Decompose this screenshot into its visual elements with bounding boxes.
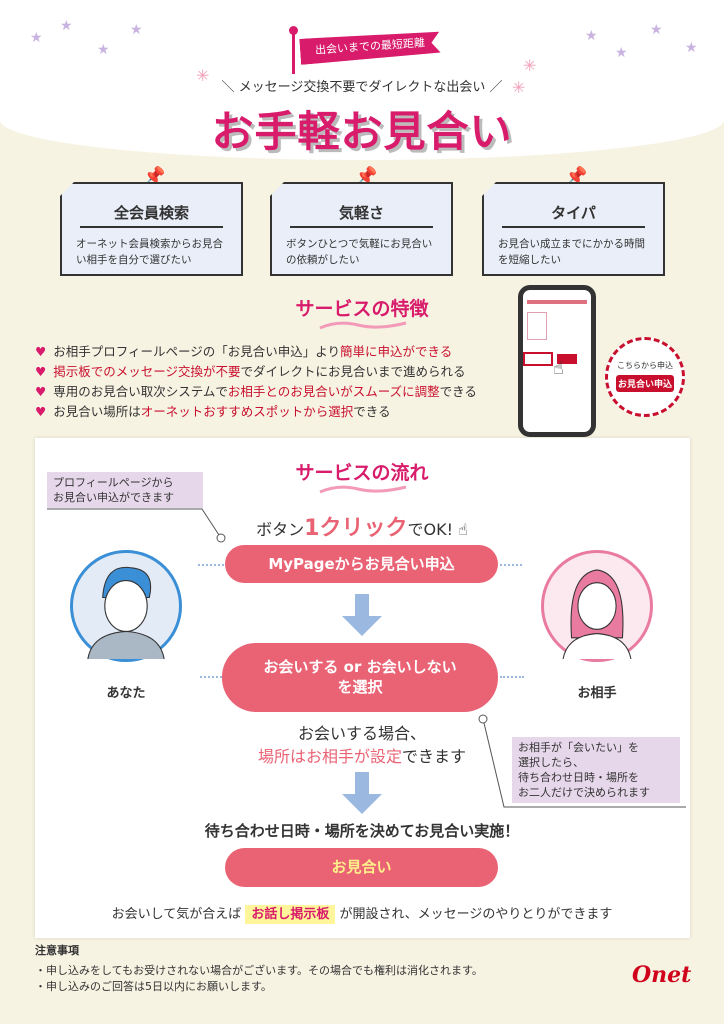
callout-right: お相手が「会いたい」を 選択したら、 待ち合わせ日時・場所を お二人だけで決めら…: [512, 737, 680, 803]
heart-icon: ♥: [35, 404, 47, 419]
heading-underline: [319, 485, 407, 494]
callout-leader: [478, 714, 686, 808]
heart-icon: ♥: [35, 364, 47, 379]
flag-pole: [292, 30, 295, 74]
dotted-connector: [198, 564, 224, 566]
feature-bullet: ♥専用のお見合い取次システムでお相手とのお見合いがスムーズに調整できる: [35, 384, 477, 399]
message-board-text: お会いして気が合えば お話し掲示板 が開設され、メッセージのやりとりができます: [111, 905, 613, 924]
apply-badge: こちらから申込 お見合い申込: [605, 337, 685, 417]
star-icon: ★: [30, 30, 43, 46]
note-item: ・申し込みのご回答は5日以内にお願いします。: [35, 980, 272, 993]
decide-text: 待ち合わせ日時・場所を決めてお見合い実施！: [204, 822, 520, 840]
pushpin-icon: 📌: [143, 166, 166, 187]
step2-choice-button: お会いする or お会いしないを選択: [222, 643, 498, 712]
star-icon: ★: [650, 22, 663, 38]
card-text: オーネット会員検索からお見合い相手を自分で選びたい: [76, 238, 223, 266]
feature-bullet: ♥お見合い場所はオーネットおすすめスポットから選択できる: [35, 404, 391, 419]
card-title: 全会員検索: [113, 204, 189, 222]
callout-leader: [47, 508, 226, 543]
feature-card: タイパお見合い成立までにかかる時間を短縮したい: [482, 182, 665, 276]
step3-omiai-button: お見合い: [225, 848, 498, 887]
pointing-hand-icon: ☝: [553, 358, 564, 379]
heart-icon: ♥: [35, 344, 47, 359]
card-text: ボタンひとつで気軽にお見合いの依頼がしたい: [286, 238, 433, 266]
heading-underline: [319, 321, 407, 330]
sparkle-icon: ✳: [196, 66, 210, 85]
feature-bullet: ♥掲示板でのメッセージ交換が不要でダイレクトにお見合いまで進められる: [35, 364, 466, 379]
avatar-you: [70, 550, 182, 662]
label-partner: お相手: [577, 686, 617, 701]
avatar-partner: [541, 550, 653, 662]
pushpin-icon: 📌: [565, 166, 588, 187]
header-background: [0, 0, 724, 160]
star-icon: ★: [685, 40, 698, 56]
dotted-connector: [500, 676, 524, 678]
arrow-down-icon: [342, 772, 382, 814]
feature-card: 気軽さボタンひとつで気軽にお見合いの依頼がしたい: [270, 182, 453, 276]
page-title: お手軽お見合い: [211, 107, 513, 156]
badge-apply-button: お見合い申込: [616, 375, 674, 392]
flow-heading: サービスの流れ: [295, 462, 429, 484]
dotted-connector: [200, 676, 222, 678]
feature-bullet: ♥お相手プロフィールページの「お見合い申込」より簡単に申込ができる: [35, 344, 453, 359]
card-text: お見合い成立までにかかる時間を短縮したい: [498, 238, 645, 266]
pushpin-icon: 📌: [355, 166, 378, 187]
place-text: お会いする場合、場所はお相手が設定できます: [257, 724, 467, 766]
phone-illustration: ☝: [518, 285, 596, 437]
flag-pole-top: [289, 26, 298, 35]
callout-left: プロフィールページから お見合い申込ができます: [47, 472, 203, 508]
oneclick-text: ボタン1クリックでOK! ☝: [256, 516, 468, 541]
heart-icon: ♥: [35, 384, 47, 399]
arrow-down-icon: [342, 594, 382, 636]
star-icon: ★: [97, 42, 110, 58]
sparkle-icon: ✳: [512, 78, 526, 97]
dotted-connector: [500, 564, 522, 566]
notes-heading: 注意事項: [35, 944, 79, 957]
star-icon: ★: [130, 22, 143, 38]
header-subtitle: ＼ メッセージ交換不要でダイレクトな出会い ／: [221, 80, 503, 95]
step1-apply-button: MyPageからお見合い申込: [225, 545, 498, 583]
feature-card: 全会員検索オーネット会員検索からお見合い相手を自分で選びたい: [60, 182, 243, 276]
hand-cursor-icon: ☝: [453, 520, 468, 539]
onet-logo: Onet: [632, 962, 692, 988]
star-icon: ★: [585, 28, 598, 44]
note-item: ・申し込みをしてもお受けされない場合がございます。その場合でも権利は消化されます…: [35, 964, 483, 977]
star-icon: ★: [60, 18, 73, 34]
features-heading: サービスの特徴: [295, 298, 429, 320]
sparkle-icon: ✳: [523, 56, 537, 75]
label-you: あなた: [106, 686, 146, 701]
card-title: タイパ: [551, 204, 596, 222]
badge-caption: こちらから申込: [617, 361, 673, 370]
card-title: 気軽さ: [338, 204, 384, 222]
star-icon: ★: [615, 45, 628, 61]
